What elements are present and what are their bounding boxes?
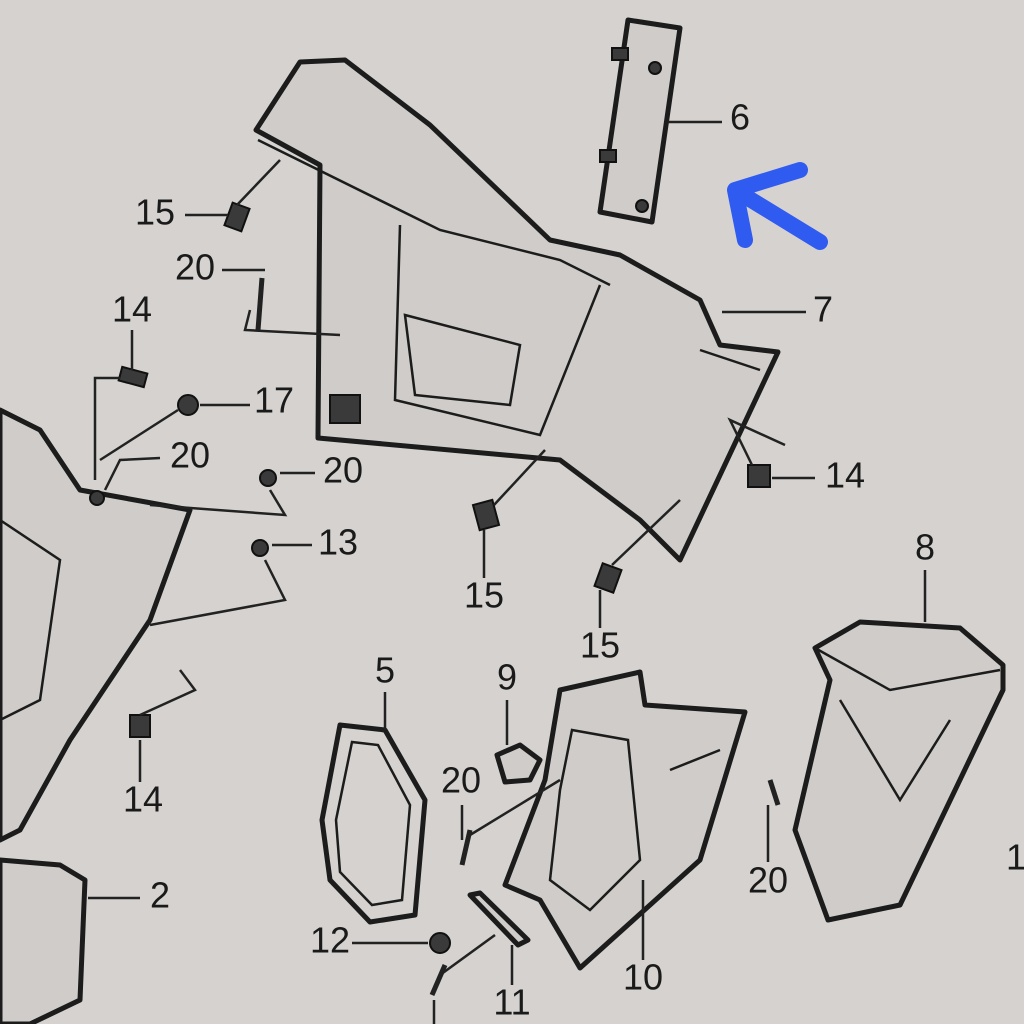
label-10: 10 (623, 957, 663, 998)
label-13: 13 (318, 522, 358, 563)
label-14: 14 (123, 779, 163, 820)
annotation-arrow-icon (727, 162, 828, 250)
part-11-rod (467, 890, 531, 985)
label-5: 5 (375, 650, 395, 691)
label-14: 14 (825, 455, 865, 496)
part-5-frame (319, 692, 428, 925)
label-15: 15 (135, 192, 175, 233)
label-11: 11 (493, 982, 530, 1023)
label-20: 20 (323, 450, 363, 491)
part-7-inner-panel (253, 57, 806, 563)
label-6: 6 (730, 97, 750, 138)
part-6-bracket (597, 17, 722, 225)
label-17: 17 (254, 380, 294, 421)
label-7: 7 (813, 289, 833, 330)
part-2-side-assembly (0, 407, 193, 1024)
label-9: 9 (497, 657, 517, 698)
label-12: 12 (310, 920, 350, 961)
label-2: 2 (150, 875, 170, 916)
part-10-lower-panel (502, 669, 748, 971)
part-number-labels: 6 7 15 20 14 17 20 20 14 13 15 15 8 5 9 … (112, 97, 1024, 1023)
label-15: 15 (464, 575, 504, 616)
label-partial: 1 (1006, 837, 1024, 878)
label-14: 14 (112, 289, 152, 330)
part-9-clip (494, 700, 543, 785)
fasteners (89, 159, 815, 1024)
label-15: 15 (580, 625, 620, 666)
label-20: 20 (441, 760, 481, 801)
label-20: 20 (170, 435, 210, 476)
label-20: 20 (175, 247, 215, 288)
label-20: 20 (748, 860, 788, 901)
label-8: 8 (915, 527, 935, 568)
part-8-cover (792, 570, 1006, 923)
